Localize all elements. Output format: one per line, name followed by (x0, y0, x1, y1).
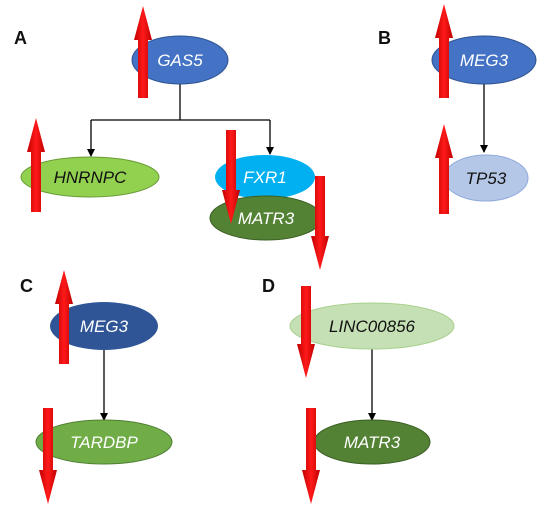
node-hnrnpc-label: HNRNPC (54, 168, 127, 187)
node-meg3-b-shape (431, 35, 537, 85)
node-matr3-d: MATR3 (313, 419, 431, 465)
node-linc00856-label: LINC00856 (329, 317, 416, 336)
node-fxr1: FXR1 (215, 155, 315, 199)
node-fxr1-label: FXR1 (243, 168, 286, 187)
panel-a-connectors (87, 84, 274, 157)
node-linc00856-shape (289, 302, 455, 350)
panel-letter-c: C (20, 276, 33, 296)
node-matr3-a-label: MATR3 (238, 209, 295, 228)
panel-letter-b: B (378, 28, 391, 48)
down-arrow-matr3-d (302, 408, 320, 504)
node-meg3-b-label: MEG3 (460, 51, 509, 70)
panel-letter-a: A (14, 28, 27, 48)
node-tardbp-shape (35, 419, 173, 465)
up-arrow-tp53 (435, 124, 453, 214)
node-fxr1-shape (215, 155, 315, 199)
node-gas5-shape (131, 35, 229, 85)
node-meg3-c-label: MEG3 (80, 317, 129, 336)
up-arrow-meg3-c (55, 270, 73, 364)
node-hnrnpc-shape (20, 156, 160, 198)
up-arrow-meg3-b (435, 4, 453, 98)
panel-letter-d: D (262, 276, 275, 296)
up-arrow-hnrnpc (27, 118, 45, 212)
node-meg3-b: MEG3 (431, 35, 537, 85)
down-arrow-fxr1 (222, 130, 240, 224)
node-hnrnpc: HNRNPC (20, 156, 160, 198)
node-tardbp: TARDBP (35, 419, 173, 465)
node-tp53-label: TP53 (466, 169, 507, 188)
down-arrow-matr3-a (311, 176, 329, 270)
node-meg3-c-shape (50, 302, 158, 350)
node-meg3-c: MEG3 (50, 302, 158, 350)
node-linc00856: LINC00856 (289, 302, 455, 350)
down-arrow-linc00856 (297, 286, 315, 378)
node-gas5-label: GAS5 (157, 51, 203, 70)
node-matr3-d-label: MATR3 (344, 433, 401, 452)
up-arrow-gas5 (134, 6, 152, 98)
down-arrow-tardbp (39, 408, 57, 504)
node-tardbp-label: TARDBP (70, 433, 138, 452)
node-gas5: GAS5 (131, 35, 229, 85)
node-tp53: TP53 (443, 154, 529, 202)
